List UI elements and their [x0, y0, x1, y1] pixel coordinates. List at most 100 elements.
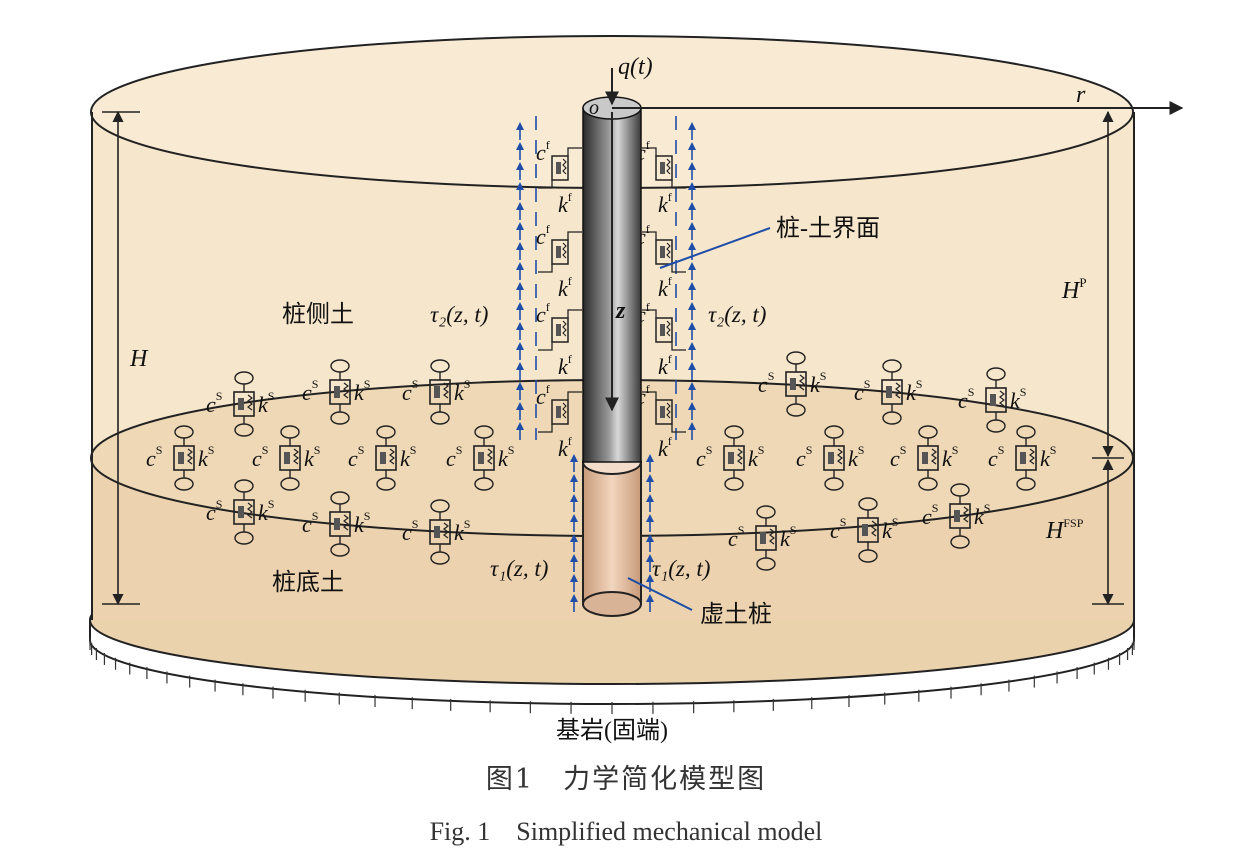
load-label: q(t) [618, 54, 653, 80]
pile-damper-sup: f [646, 138, 650, 152]
shear-arrow [516, 262, 524, 280]
fsp-height-label: HFSP [1045, 516, 1084, 544]
soil-damper-sup: S [968, 385, 975, 399]
soil-damper-sup: S [738, 523, 745, 537]
caption-english: Fig. 1 Simplified mechanical model [429, 817, 823, 846]
shear-arrow [646, 534, 654, 552]
pile-damper-sup: f [546, 138, 550, 152]
soil-damper-sup: S [456, 443, 463, 457]
soil-spring-sup: S [410, 443, 417, 457]
soil-damper-sup: S [156, 443, 163, 457]
shear-arrow [570, 494, 578, 512]
shear-arrow [646, 494, 654, 512]
shear-arrow [646, 474, 654, 492]
shear-arrow [516, 302, 524, 320]
soil-damper-sup: S [312, 509, 319, 523]
virtual-pile-label: 虚土桩 [700, 601, 772, 628]
pile-damper-sup: f [546, 222, 550, 236]
shear-arrow [516, 142, 524, 160]
soil-spring-sup: S [268, 389, 275, 403]
soil-spring-sup: S [952, 443, 959, 457]
shear-arrow [516, 322, 524, 340]
pile-spring-sup: f [668, 274, 672, 288]
shear-arrow [516, 422, 524, 440]
soil-spring-sup: S [364, 377, 371, 391]
shear-arrow [688, 202, 696, 220]
soil-damper-sup: S [412, 517, 419, 531]
soil-spring-sup: S [858, 443, 865, 457]
shear-arrow [688, 322, 696, 340]
soil-damper-sup: S [358, 443, 365, 457]
shear-arrow [516, 222, 524, 240]
shear-arrow [570, 514, 578, 532]
soil-damper-sup: S [262, 443, 269, 457]
soil-spring-sup: S [508, 443, 515, 457]
pile-spring-sup: f [568, 434, 572, 448]
shear-arrow [516, 182, 524, 200]
shear-stress-arrows [516, 116, 696, 612]
shear-arrow [516, 362, 524, 380]
soil-damper-sup: S [768, 369, 775, 383]
pile-spring-sup: f [668, 190, 672, 204]
shear-arrow [646, 514, 654, 532]
shear-arrow [570, 554, 578, 572]
pile-spring-sup: f [568, 190, 572, 204]
shear-arrow [688, 362, 696, 380]
pile-damper-sup: f [646, 222, 650, 236]
soil-damper-sup: S [412, 377, 419, 391]
soil-damper-sup: S [312, 377, 319, 391]
soil-spring-sup: S [464, 517, 471, 531]
soil-damper-sup: S [998, 443, 1005, 457]
shear-arrow [570, 474, 578, 492]
soil-spring-sup: S [892, 515, 899, 529]
shear-arrow [646, 554, 654, 572]
soil-spring-sup: S [1050, 443, 1057, 457]
tau2-left-label: τ₂(z, t) [430, 302, 488, 327]
pile-height-label: HP [1061, 275, 1087, 304]
tau2-right-label: τ₂(z, t) [708, 302, 766, 327]
total-height-label: H [129, 346, 149, 372]
pile-damper-sup: f [546, 382, 550, 396]
shear-arrow [570, 574, 578, 592]
shear-arrow [516, 402, 524, 420]
soil-spring-sup: S [268, 497, 275, 511]
side-soil-label: 桩侧土 [282, 301, 354, 328]
soil-spring-sup: S [758, 443, 765, 457]
soil-damper-sup: S [216, 497, 223, 511]
pile-spring-sup: f [568, 352, 572, 366]
shear-arrow [688, 142, 696, 160]
soil-spring-sup: S [820, 369, 827, 383]
interface-label: 桩-土界面 [776, 215, 880, 242]
shear-arrow [688, 162, 696, 180]
soil-spring-sup: S [790, 523, 797, 537]
shear-arrow [516, 382, 524, 400]
shear-arrow [570, 454, 578, 472]
radial-axis-label: r [1076, 82, 1086, 108]
tau1-right-label: τ₁(z, t) [652, 556, 710, 581]
leader-lines [627, 227, 771, 611]
soil-spring-sup: S [916, 377, 923, 391]
bedrock-label: 基岩(固端) [556, 717, 668, 744]
pile-spring-sup: f [668, 434, 672, 448]
pile-height-sup: P [1079, 275, 1086, 290]
pile-damper-sup: f [546, 300, 550, 314]
shear-arrow [688, 122, 696, 140]
shear-arrow [516, 342, 524, 360]
shear-arrow [688, 222, 696, 240]
shear-arrow [688, 342, 696, 360]
shear-arrow [570, 534, 578, 552]
soil-spring-sup: S [314, 443, 321, 457]
soil-damper-sup: S [864, 377, 871, 391]
virtual-soil-pile [582, 449, 642, 617]
soil-spring-sup: S [364, 509, 371, 523]
shear-arrow [516, 282, 524, 300]
pile-spring-sup: f [568, 274, 572, 288]
shear-arrow [688, 282, 696, 300]
shear-arrow [516, 242, 524, 260]
base-soil-label: 桩底土 [272, 569, 344, 596]
